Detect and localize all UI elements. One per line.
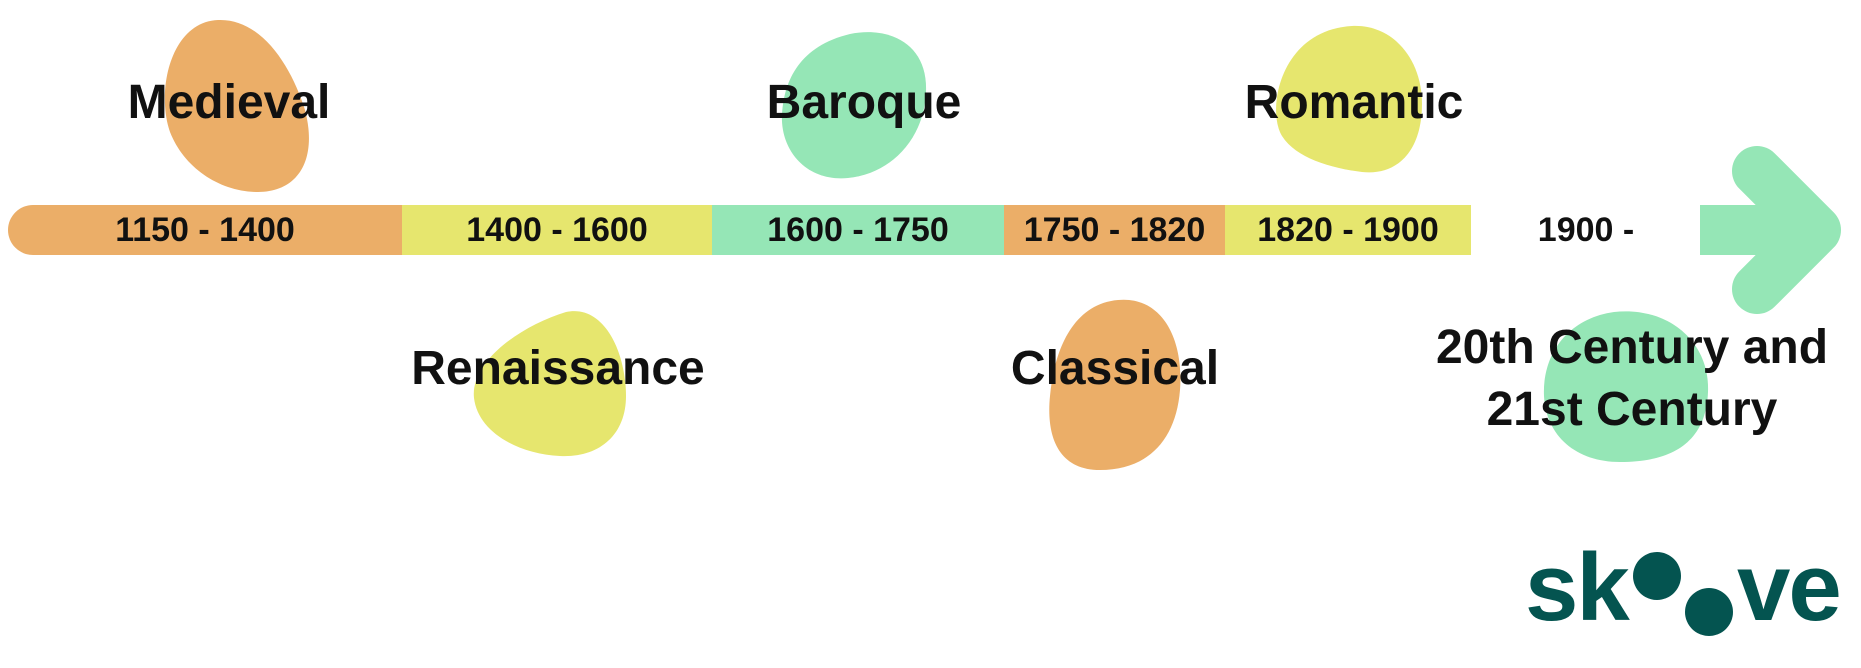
modern-blob bbox=[1543, 311, 1709, 462]
segment-label: 1150 - 1400 bbox=[115, 210, 295, 249]
skoove-logo: sk ve bbox=[1525, 534, 1842, 641]
logo-dot-upper bbox=[1633, 552, 1681, 600]
logo-text-left: sk bbox=[1525, 534, 1630, 641]
timeline-segment-modern: 1900 - bbox=[1471, 205, 1701, 255]
segment-label: 1600 - 1750 bbox=[767, 210, 949, 249]
baroque-blob bbox=[781, 32, 927, 179]
era-label-classical: Classical bbox=[1010, 342, 1220, 395]
timeline-segment-classical: 1750 - 1820 bbox=[1004, 205, 1225, 255]
segment-label: 1820 - 1900 bbox=[1257, 210, 1439, 249]
logo-dots bbox=[1633, 552, 1733, 636]
timeline-segment-romantic: 1820 - 1900 bbox=[1225, 205, 1471, 255]
timeline-segment-renaissance: 1400 - 1600 bbox=[402, 205, 712, 255]
romantic-blob bbox=[1276, 25, 1422, 173]
timeline-segment-baroque: 1600 - 1750 bbox=[712, 205, 1004, 255]
era-label-modern: 20th Century and 21st Century bbox=[1422, 317, 1842, 441]
era-label-modern-line2: 21st Century bbox=[1486, 383, 1778, 436]
era-label-romantic: Romantic bbox=[1244, 76, 1464, 129]
logo-text-right: ve bbox=[1737, 534, 1842, 641]
segment-label: 1750 - 1820 bbox=[1023, 210, 1206, 249]
medieval-blob bbox=[164, 19, 309, 192]
era-label-renaissance: Renaissance bbox=[411, 342, 705, 395]
segment-label: 1400 - 1600 bbox=[466, 210, 648, 249]
segment-label: 1900 - bbox=[1537, 210, 1635, 249]
renaissance-blob bbox=[473, 311, 626, 457]
classical-blob bbox=[1049, 299, 1181, 470]
timeline-segment-medieval: 1150 - 1400 bbox=[8, 205, 402, 255]
timeline-arrow-shaft bbox=[1700, 205, 1816, 255]
era-label-modern-line1: 20th Century and bbox=[1435, 321, 1829, 374]
era-label-medieval: Medieval bbox=[127, 76, 331, 129]
logo-dot-lower bbox=[1685, 588, 1733, 636]
era-label-baroque: Baroque bbox=[766, 76, 962, 129]
